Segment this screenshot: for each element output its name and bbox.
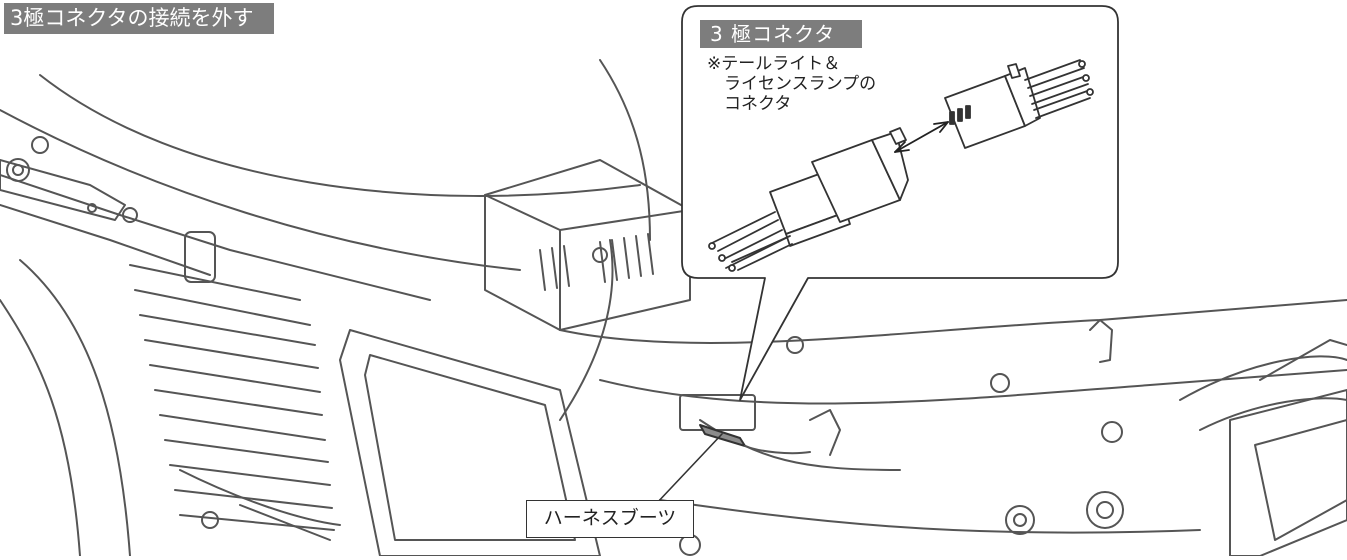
disconnect-arrow-icon bbox=[894, 121, 949, 153]
rear-fender-inner bbox=[1199, 397, 1347, 431]
frame-tube-lower bbox=[0, 204, 211, 276]
frame-bolt-4-inner bbox=[1096, 501, 1114, 519]
cylinder-stud bbox=[184, 231, 216, 283]
main-frame-lower bbox=[599, 369, 1347, 405]
fuel-tank-outline bbox=[39, 74, 641, 197]
connector-male bbox=[769, 127, 909, 247]
battery-fins bbox=[539, 233, 654, 291]
lever-bolt-3 bbox=[122, 207, 138, 223]
frame-bolt-1 bbox=[990, 373, 1010, 393]
connector-female bbox=[944, 63, 1041, 149]
harness-boot-label: ハーネスブーツ bbox=[526, 500, 694, 538]
lever-bolt-2 bbox=[31, 136, 49, 154]
frame-tube bbox=[0, 174, 431, 301]
lower-frame bbox=[659, 499, 1201, 534]
connector-female-wires bbox=[1024, 59, 1094, 119]
tank-underside bbox=[0, 109, 521, 271]
left-side-curve bbox=[0, 299, 81, 557]
lever-bolt-1 bbox=[6, 158, 30, 182]
rear-grab bbox=[1259, 339, 1347, 381]
main-frame-upper bbox=[559, 299, 1347, 344]
rear-light-housing bbox=[1229, 389, 1347, 557]
frame-bolt-3 bbox=[1005, 505, 1035, 535]
side-cover-inner bbox=[364, 354, 576, 541]
rear-fender-outer bbox=[1179, 355, 1347, 401]
frame-cross bbox=[699, 419, 901, 471]
rear-hook bbox=[1089, 319, 1113, 363]
harness-boot bbox=[699, 424, 746, 447]
lever-bolt-1-inner bbox=[12, 164, 24, 176]
battery-box bbox=[484, 159, 691, 331]
frame-bolt-7 bbox=[201, 511, 219, 529]
callout-heading: 3 極コネクタ bbox=[700, 20, 862, 48]
frame-bolt-2 bbox=[1101, 421, 1123, 443]
leader-line bbox=[654, 433, 723, 506]
bottom-cable-2 bbox=[239, 504, 331, 541]
cylinder-fins bbox=[129, 264, 335, 531]
left-side-curve-2 bbox=[19, 259, 131, 557]
frame-bolt-4 bbox=[1086, 491, 1124, 529]
callout-note: ※テールライト＆ ライセンスランプの コネクタ bbox=[707, 54, 877, 114]
battery-box-top bbox=[484, 194, 691, 231]
fender-inner bbox=[559, 239, 614, 421]
battery-bolt bbox=[592, 247, 608, 263]
rear-light-inner bbox=[1254, 419, 1347, 541]
rear-hook-2 bbox=[809, 409, 841, 456]
step-title: 3極コネクタの接続を外す bbox=[4, 3, 274, 34]
harness-wire bbox=[744, 445, 811, 455]
connector-male-wires bbox=[708, 211, 793, 272]
bottom-cable bbox=[179, 469, 341, 526]
frame-bolt-6 bbox=[679, 534, 701, 556]
frame-bolt-5 bbox=[786, 336, 804, 354]
lever-bolt-4 bbox=[87, 203, 97, 213]
frame-bolt-3-inner bbox=[1013, 513, 1027, 527]
fender-curve bbox=[599, 59, 651, 241]
lever-arm bbox=[0, 159, 126, 221]
